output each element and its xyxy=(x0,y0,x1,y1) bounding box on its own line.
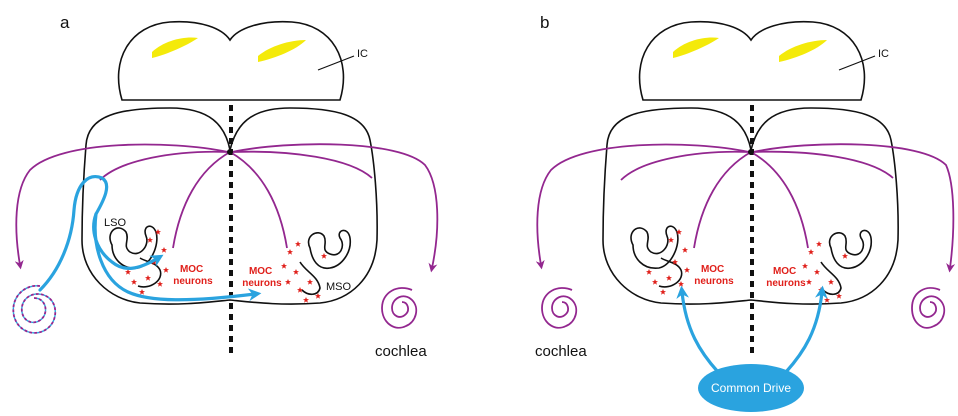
moc-neurons-right-stars-b xyxy=(802,241,848,303)
ipsilateral-input-pathway xyxy=(40,177,158,290)
moc-neurons-right-stars xyxy=(281,241,327,303)
left-cochlea-b xyxy=(542,288,576,328)
ic-label-line xyxy=(318,56,354,70)
moc-label-right: MOC neurons xyxy=(242,266,282,289)
inferior-colliculus-outline xyxy=(119,22,344,100)
common-drive-label: Common Drive xyxy=(711,381,791,395)
ic-yellow-left-b xyxy=(673,38,719,58)
moc-fiber-left-crossing-b xyxy=(694,152,751,248)
mso-inner-b xyxy=(821,262,841,294)
mso-inner xyxy=(300,262,320,294)
moc-fiber-right-crossing xyxy=(230,152,287,248)
ic-label-line-b xyxy=(839,56,875,70)
moc-pathway-to-right-cochlea-b xyxy=(753,144,953,268)
mso-label: MSO xyxy=(326,281,352,293)
moc-pathway-to-left-cochlea-b xyxy=(537,145,749,265)
crossing-node xyxy=(227,149,233,155)
panel-a: a IC LSO MSO xyxy=(13,13,437,360)
mso-shape xyxy=(309,230,351,268)
ic-label: IC xyxy=(357,48,368,60)
right-cochlea xyxy=(382,288,416,328)
inferior-colliculus-outline-b xyxy=(640,22,865,100)
moc-pathway-inner-left xyxy=(100,152,228,180)
mso-shape-b xyxy=(830,230,872,268)
panel-b-letter: b xyxy=(540,13,549,32)
moc-pathway-inner-right-b xyxy=(753,152,893,178)
lso-inner-b xyxy=(659,258,682,287)
ic-yellow-right-b xyxy=(779,40,827,62)
moc-label-left: MOC neurons xyxy=(173,264,213,287)
moc-pathway-to-left-cochlea xyxy=(16,145,228,265)
ic-yellow-right xyxy=(258,40,306,62)
right-cochlea-b xyxy=(912,288,944,328)
cochlea-label-a: cochlea xyxy=(375,343,427,360)
moc-label-right-b: MOC neurons xyxy=(766,266,806,289)
lso-label: LSO xyxy=(104,217,126,229)
left-cochlea-stimulated xyxy=(13,286,55,333)
moc-pathway-inner-right xyxy=(232,152,372,178)
crossing-node-b xyxy=(748,149,754,155)
panel-b: b IC MOC ne xyxy=(535,13,953,412)
panel-a-letter: a xyxy=(60,13,70,32)
ic-yellow-left xyxy=(152,38,198,58)
moc-fiber-left-crossing xyxy=(173,152,230,248)
moc-label-left-b: MOC neurons xyxy=(694,264,734,287)
moc-fiber-right-crossing-b xyxy=(751,152,808,248)
ic-label-b: IC xyxy=(878,48,889,60)
moc-pathway-to-right-cochlea xyxy=(232,144,437,268)
cochlea-label-b: cochlea xyxy=(535,343,587,360)
moc-pathway-inner-left-b xyxy=(621,152,749,180)
